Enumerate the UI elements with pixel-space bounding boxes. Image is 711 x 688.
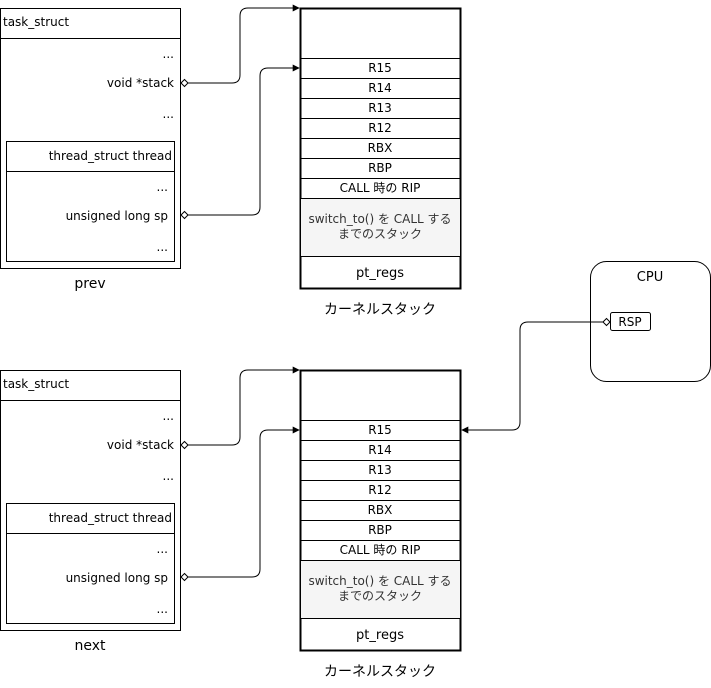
- task-struct-next: task_struct ... void *stack ... thread_s…: [1, 371, 181, 631]
- stack-row-r15: R15: [368, 423, 392, 437]
- pt-regs-label: pt_regs: [356, 266, 404, 281]
- panel-caption: next: [74, 638, 106, 654]
- stack-row-call-rip: CALL 時の RIP: [340, 181, 421, 195]
- thread-struct-prev: thread_struct thread ... unsigned long s…: [7, 142, 175, 262]
- stack-row-r14: R14: [368, 81, 392, 95]
- stack-row-r12: R12: [368, 121, 392, 135]
- stack-row-r13: R13: [368, 101, 392, 115]
- sp-pointer-edge: [185, 430, 299, 577]
- thread-struct-next: thread_struct thread ... unsigned long s…: [7, 504, 175, 624]
- caller-frame-line-2: までのスタック: [338, 589, 422, 603]
- panel-next: task_struct ... void *stack ... thread_s…: [1, 370, 461, 680]
- thread-struct-ellipsis-top: ...: [157, 542, 168, 556]
- stack-row-r14: R14: [368, 443, 392, 457]
- stack-row-r15: R15: [368, 61, 392, 75]
- edge-origin-diamond: [181, 442, 188, 449]
- stack-row-r12: R12: [368, 483, 392, 497]
- thread-struct-ellipsis-bottom: ...: [157, 240, 168, 254]
- stack-row-rbx: RBX: [368, 141, 393, 155]
- thread-struct-ellipsis-bottom: ...: [157, 602, 168, 616]
- pointer-edges-next: [181, 370, 299, 581]
- thread-struct-title: thread_struct thread: [49, 149, 172, 163]
- edge-origin-diamond: [181, 574, 188, 581]
- caller-frame-line-1: switch_to() を CALL する: [308, 574, 451, 588]
- cpu-block: CPU RSP: [462, 262, 711, 431]
- sp-pointer-edge: [185, 68, 299, 215]
- edge-origin-diamond: [181, 212, 188, 219]
- task-struct-title: task_struct: [3, 15, 69, 29]
- kernel-stack-prev: R15 R14 R13 R12 RBX RBP CALL 時の RIP swit…: [301, 9, 461, 289]
- task-struct-ellipsis-top: ...: [163, 409, 174, 423]
- pointer-edges-prev: [181, 8, 299, 219]
- caller-frame-line-1: switch_to() を CALL する: [308, 212, 451, 226]
- task-struct-ellipsis-mid: ...: [163, 107, 174, 121]
- stack-row-call-rip: CALL 時の RIP: [340, 543, 421, 557]
- task-struct-ellipsis-top: ...: [163, 47, 174, 61]
- edge-origin-diamond: [181, 80, 188, 87]
- sp-field-label: unsigned long sp: [66, 209, 168, 223]
- stack-row-r13: R13: [368, 463, 392, 477]
- kernel-stack-caption: カーネルスタック: [324, 302, 436, 318]
- stack-pointer-edge: [185, 8, 299, 83]
- task-struct-title: task_struct: [3, 377, 69, 391]
- task-struct-ellipsis-mid: ...: [163, 469, 174, 483]
- cpu-title: CPU: [637, 270, 663, 285]
- rsp-register-label: RSP: [618, 315, 641, 329]
- stack-pointer-edge: [185, 370, 299, 445]
- thread-struct-ellipsis-top: ...: [157, 180, 168, 194]
- pt-regs-label: pt_regs: [356, 628, 404, 643]
- sp-field-label: unsigned long sp: [66, 571, 168, 585]
- stack-row-rbp: RBP: [368, 523, 392, 537]
- panel-caption: prev: [74, 276, 105, 292]
- stack-field-label: void *stack: [107, 76, 174, 90]
- stack-row-rbx: RBX: [368, 503, 393, 517]
- rsp-pointer-edge: [462, 322, 606, 430]
- caller-frame-line-2: までのスタック: [338, 227, 422, 241]
- kernel-stack-caption: カーネルスタック: [324, 664, 436, 680]
- panel-prev: task_struct ... void *stack ... thread_s…: [1, 8, 461, 318]
- kernel-stack-next: R15 R14 R13 R12 RBX RBP CALL 時の RIP swit…: [301, 371, 461, 651]
- stack-row-rbp: RBP: [368, 161, 392, 175]
- stack-field-label: void *stack: [107, 438, 174, 452]
- task-struct-prev: task_struct ... void *stack ... thread_s…: [1, 9, 181, 269]
- thread-struct-title: thread_struct thread: [49, 511, 172, 525]
